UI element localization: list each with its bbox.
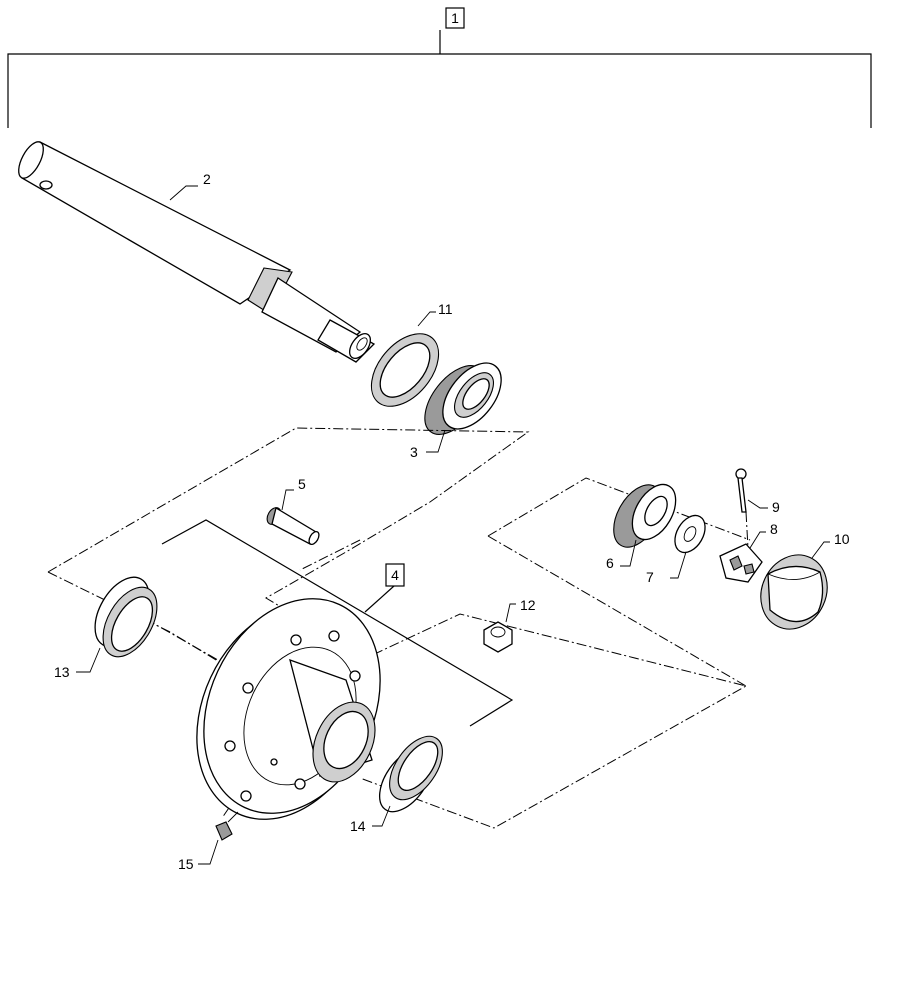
callout-11-label: 11 xyxy=(438,301,453,317)
callout-1[interactable]: 1 xyxy=(445,7,465,29)
wheel-stud-part[interactable] xyxy=(264,505,321,546)
callout-13[interactable]: 13 xyxy=(54,647,101,680)
callout-6-label: 6 xyxy=(606,555,614,571)
callout-2-label: 2 xyxy=(203,171,211,187)
callout-11[interactable]: 11 xyxy=(417,301,453,327)
callout-12-label: 12 xyxy=(520,597,536,613)
callout-14[interactable]: 14 xyxy=(350,805,391,834)
bearing-cup-14-part[interactable] xyxy=(369,727,453,821)
callout-3[interactable]: 3 xyxy=(410,429,446,460)
hub-subassembly-bracket xyxy=(161,519,514,727)
callout-2[interactable]: 2 xyxy=(169,171,211,201)
callout-10[interactable]: 10 xyxy=(811,531,850,559)
callout-13-label: 13 xyxy=(54,664,70,680)
outer-bearing-part[interactable] xyxy=(604,477,685,556)
callout-1-label: 1 xyxy=(451,10,459,26)
dust-cap-part[interactable] xyxy=(749,544,839,640)
callout-9[interactable]: 9 xyxy=(747,499,780,515)
callout-9-label: 9 xyxy=(772,499,780,515)
callout-3-label: 3 xyxy=(410,444,418,460)
bearing-cup-13-part[interactable] xyxy=(84,568,168,666)
lug-nut-part[interactable] xyxy=(483,621,513,653)
callout-4[interactable]: 4 xyxy=(385,563,405,587)
inner-bearing-part[interactable] xyxy=(413,353,513,446)
callout-8[interactable]: 8 xyxy=(749,521,778,549)
callout-4-label: 4 xyxy=(391,567,399,583)
callout-5-label: 5 xyxy=(298,476,306,492)
callout-7-label: 7 xyxy=(646,569,654,585)
callout-8-label: 8 xyxy=(770,521,778,537)
grease-fitting-part[interactable] xyxy=(215,811,239,841)
assembly-bracket xyxy=(7,30,872,128)
washer-part[interactable] xyxy=(669,510,712,558)
seal-part[interactable] xyxy=(358,321,452,419)
callout-12[interactable]: 12 xyxy=(505,597,536,623)
spindle-part[interactable] xyxy=(14,138,376,363)
callout-15[interactable]: 15 xyxy=(178,839,219,872)
callout-14-label: 14 xyxy=(350,818,366,834)
callout-10-label: 10 xyxy=(834,531,850,547)
cotter-pin-part[interactable] xyxy=(735,468,749,549)
castle-nut-part[interactable] xyxy=(719,543,763,583)
callout-6[interactable]: 6 xyxy=(606,539,637,571)
wheel-hub-part[interactable] xyxy=(163,570,413,848)
callout-5[interactable]: 5 xyxy=(281,476,306,511)
callout-7[interactable]: 7 xyxy=(646,551,687,585)
callout-15-label: 15 xyxy=(178,856,194,872)
